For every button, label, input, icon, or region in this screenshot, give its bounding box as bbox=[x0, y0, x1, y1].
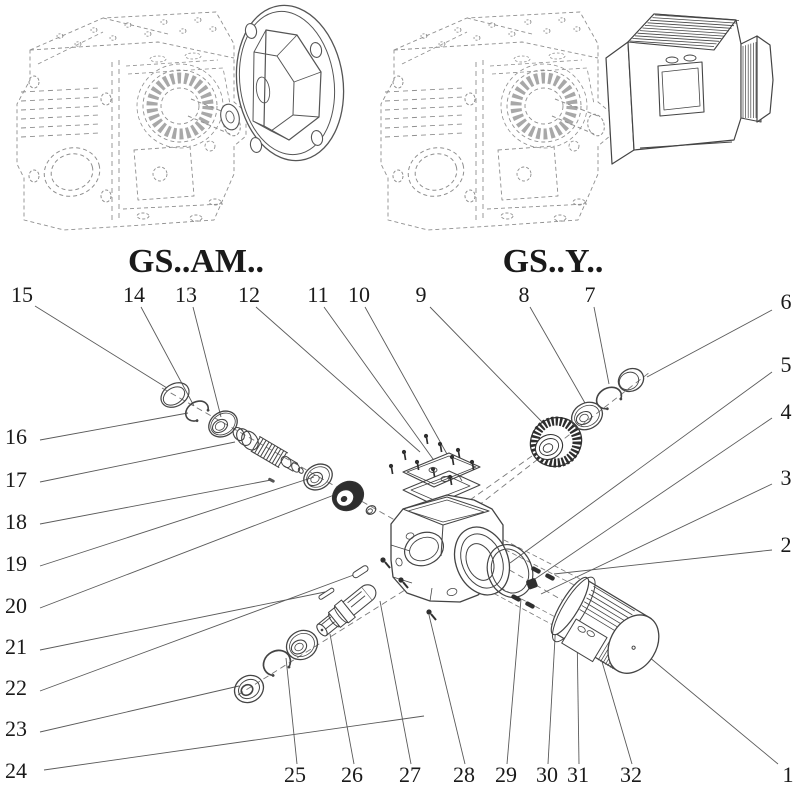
svg-text:18: 18 bbox=[5, 509, 27, 534]
svg-text:19: 19 bbox=[5, 551, 27, 576]
svg-text:7: 7 bbox=[585, 282, 596, 307]
svg-text:4: 4 bbox=[781, 399, 792, 424]
svg-text:15: 15 bbox=[11, 282, 33, 307]
svg-text:31: 31 bbox=[567, 762, 589, 787]
svg-text:12: 12 bbox=[238, 282, 260, 307]
svg-text:9: 9 bbox=[416, 282, 427, 307]
svg-text:14: 14 bbox=[123, 282, 145, 307]
svg-text:13: 13 bbox=[175, 282, 197, 307]
svg-text:27: 27 bbox=[399, 762, 421, 787]
svg-text:25: 25 bbox=[284, 762, 306, 787]
svg-text:29: 29 bbox=[495, 762, 517, 787]
svg-text:3: 3 bbox=[781, 465, 792, 490]
svg-text:GS..AM..: GS..AM.. bbox=[128, 243, 264, 280]
svg-text:5: 5 bbox=[781, 352, 792, 377]
svg-text:8: 8 bbox=[519, 282, 530, 307]
svg-text:6: 6 bbox=[781, 289, 792, 314]
svg-text:26: 26 bbox=[341, 762, 363, 787]
svg-text:1: 1 bbox=[783, 762, 794, 787]
svg-text:28: 28 bbox=[453, 762, 475, 787]
svg-text:11: 11 bbox=[307, 282, 328, 307]
svg-text:22: 22 bbox=[5, 675, 27, 700]
svg-text:16: 16 bbox=[5, 424, 27, 449]
svg-text:10: 10 bbox=[348, 282, 370, 307]
svg-text:20: 20 bbox=[5, 593, 27, 618]
svg-text:17: 17 bbox=[5, 467, 27, 492]
svg-text:GS..Y..: GS..Y.. bbox=[503, 243, 604, 280]
svg-text:21: 21 bbox=[5, 634, 27, 659]
svg-text:24: 24 bbox=[5, 758, 27, 783]
svg-text:32: 32 bbox=[620, 762, 642, 787]
svg-text:23: 23 bbox=[5, 716, 27, 741]
svg-text:2: 2 bbox=[781, 532, 792, 557]
svg-text:30: 30 bbox=[536, 762, 558, 787]
